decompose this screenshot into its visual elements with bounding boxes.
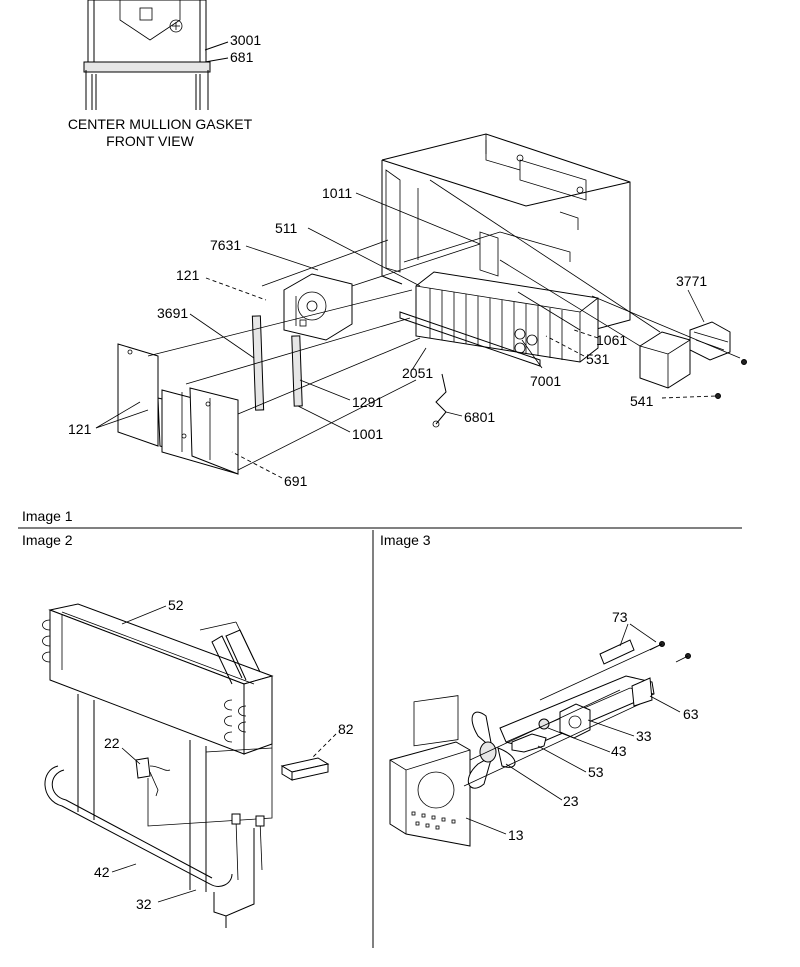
alignment-lines (147, 179, 741, 471)
leader-lines-image3 (465, 623, 681, 835)
evaporator-housing (381, 133, 631, 335)
label-42: 42 (94, 864, 110, 880)
evaporator-coil (399, 271, 599, 367)
alignment-lines-image3 (463, 643, 663, 787)
section-image-3: Image 3 (380, 532, 431, 548)
label-2051: 2051 (402, 365, 433, 381)
label-3771: 3771 (676, 273, 707, 289)
label-3001: 3001 (230, 32, 261, 48)
mullion-gasket-front-view (83, 0, 229, 110)
label-691: 691 (284, 473, 308, 489)
sensor-6801 (432, 373, 447, 428)
label-43: 43 (611, 743, 627, 759)
label-1011: 1011 (322, 185, 352, 201)
cover-panels (117, 343, 239, 475)
label-53: 53 (588, 764, 604, 780)
fan-assembly (389, 639, 691, 847)
label-73: 73 (612, 609, 628, 625)
label-121-b: 121 (68, 421, 92, 437)
label-13: 13 (508, 827, 524, 843)
caption-line-1: CENTER MULLION GASKET (68, 116, 253, 132)
gaskets (251, 315, 303, 411)
ice-maker-3771 (639, 321, 747, 399)
label-531: 531 (586, 351, 610, 367)
label-3691: 3691 (157, 305, 188, 321)
label-7631: 7631 (210, 237, 241, 253)
caption-line-2: FRONT VIEW (106, 133, 194, 149)
label-121-a: 121 (176, 267, 200, 283)
label-511: 511 (275, 220, 298, 236)
label-6801: 6801 (464, 409, 495, 425)
label-63: 63 (683, 706, 699, 722)
fan-bracket-7631 (283, 273, 353, 341)
label-52: 52 (168, 597, 184, 613)
label-1061: 1061 (596, 332, 627, 348)
label-681: 681 (230, 49, 254, 65)
section-image-1: Image 1 (22, 508, 73, 524)
label-33: 33 (636, 728, 652, 744)
label-541: 541 (630, 393, 654, 409)
label-82: 82 (338, 721, 354, 737)
label-7001: 7001 (530, 373, 561, 389)
leader-lines-image1 (95, 192, 717, 479)
label-1291: 1291 (352, 394, 383, 410)
section-image-2: Image 2 (22, 532, 73, 548)
label-32: 32 (136, 896, 152, 912)
evaporator-assembly (42, 603, 330, 928)
label-1001: 1001 (352, 426, 383, 442)
label-22: 22 (104, 735, 120, 751)
label-23: 23 (563, 793, 579, 809)
leader-lines-image2 (111, 605, 337, 903)
